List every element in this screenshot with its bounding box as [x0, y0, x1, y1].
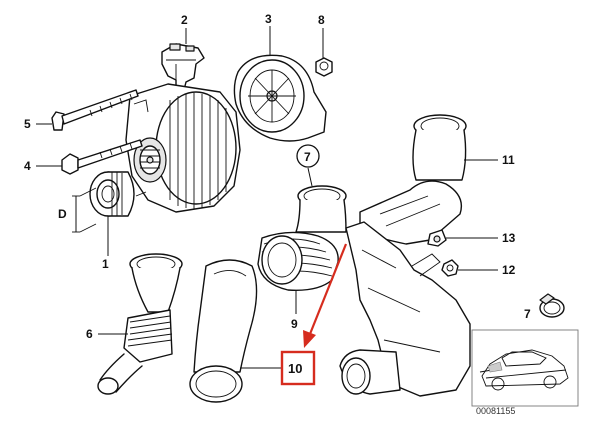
dimension-d [72, 187, 97, 233]
part-8-nut [315, 57, 333, 77]
highlight-arrow [303, 243, 348, 348]
callout-11: 11 [502, 153, 515, 167]
callout-4: 4 [24, 159, 31, 173]
callout-6: 6 [86, 327, 93, 341]
part-7-hose-clamp [539, 293, 565, 318]
callout-7-circle-number: 7 [304, 150, 311, 164]
part-9-bellows-hose [257, 185, 347, 291]
callout-7-circle [296, 144, 320, 168]
part-13-clip [427, 229, 447, 247]
callout-13: 13 [502, 231, 516, 245]
alternator-body [125, 83, 241, 213]
callout-5: 5 [24, 117, 31, 131]
callout-3: 3 [265, 12, 272, 26]
part-3-fan-cover [233, 54, 327, 142]
callout-9: 9 [291, 317, 298, 331]
part-6-corrugated-duct [97, 253, 183, 395]
callout-1: 1 [102, 257, 109, 271]
highlight-box [280, 350, 316, 386]
part-5-long-bolt [51, 89, 139, 131]
dimension-d-label: D [58, 207, 67, 221]
callout-12: 12 [502, 263, 516, 277]
reference-car-thumbnail [471, 329, 579, 407]
callout-10: 10 [288, 361, 302, 376]
part-code: 00081155 [476, 406, 515, 416]
part-2-regulator [161, 43, 205, 91]
part-10-duct-hose [189, 259, 258, 403]
callout-2: 2 [181, 13, 188, 27]
callout-8: 8 [318, 13, 325, 27]
part-12-screw [441, 259, 459, 277]
callout-7: 7 [524, 307, 531, 321]
part-11-intake-duct [339, 114, 471, 397]
part-1-pulley [89, 171, 135, 217]
part-4-short-bolt [61, 139, 143, 175]
